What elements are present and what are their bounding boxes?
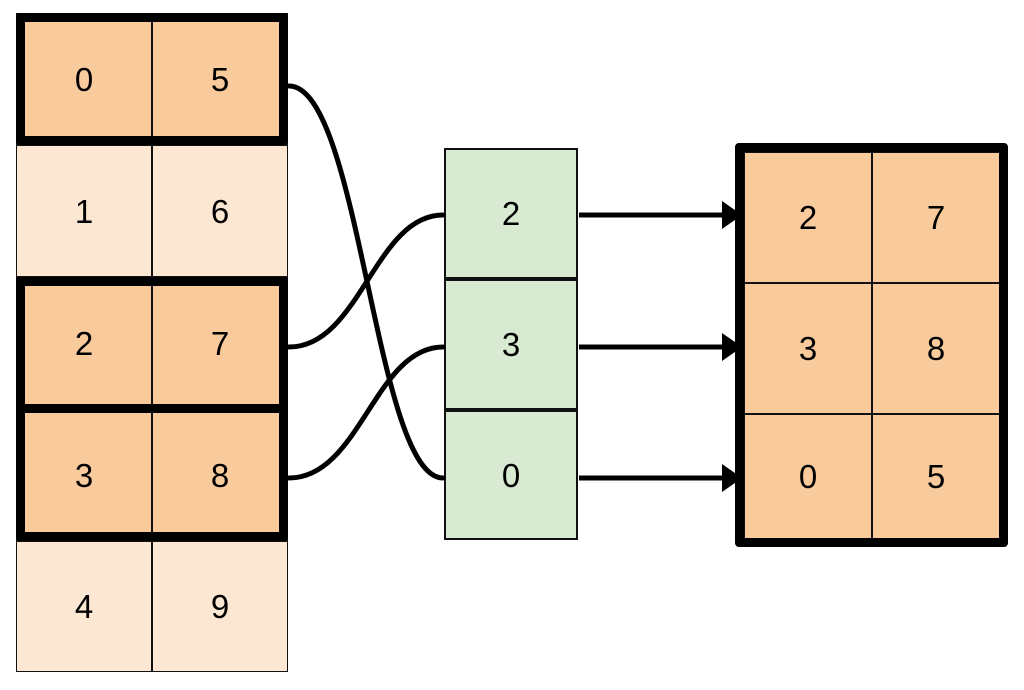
result-cell-r0c0: 2: [744, 152, 872, 283]
source-row-highlight-divider: [16, 404, 288, 413]
source-cell-r2c0: 2: [16, 277, 152, 409]
result-cell-r2c0: 0: [744, 414, 872, 539]
result-cell-r2c1: 5: [872, 414, 1000, 539]
link-row-0-to-slot-2: [286, 83, 446, 481]
source-cell-r4c1: 9: [152, 541, 288, 672]
source-cell-r1c1: 6: [152, 145, 288, 277]
source-cell-r0c1: 5: [152, 13, 288, 145]
source-cell-r4c0: 4: [16, 541, 152, 672]
arrow-head-slot-0: [722, 201, 742, 229]
source-cell-r1c0: 1: [16, 145, 152, 277]
index-cell-1: 3: [444, 279, 578, 410]
index-cell-0: 2: [444, 148, 578, 279]
source-cell-r3c1: 8: [152, 409, 288, 541]
link-row-2-to-slot-0: [286, 212, 446, 350]
result-cell-r0c1: 7: [872, 152, 1000, 283]
link-row-3-to-slot-1: [286, 344, 446, 481]
index-cell-2: 0: [444, 410, 578, 540]
result-cell-r1c0: 3: [744, 283, 872, 414]
arrow-head-slot-2: [722, 464, 742, 492]
source-cell-r3c0: 3: [16, 409, 152, 541]
result-cell-r1c1: 8: [872, 283, 1000, 414]
source-cell-r0c0: 0: [16, 13, 152, 145]
source-cell-r2c1: 7: [152, 277, 288, 409]
arrow-head-slot-1: [722, 333, 742, 361]
